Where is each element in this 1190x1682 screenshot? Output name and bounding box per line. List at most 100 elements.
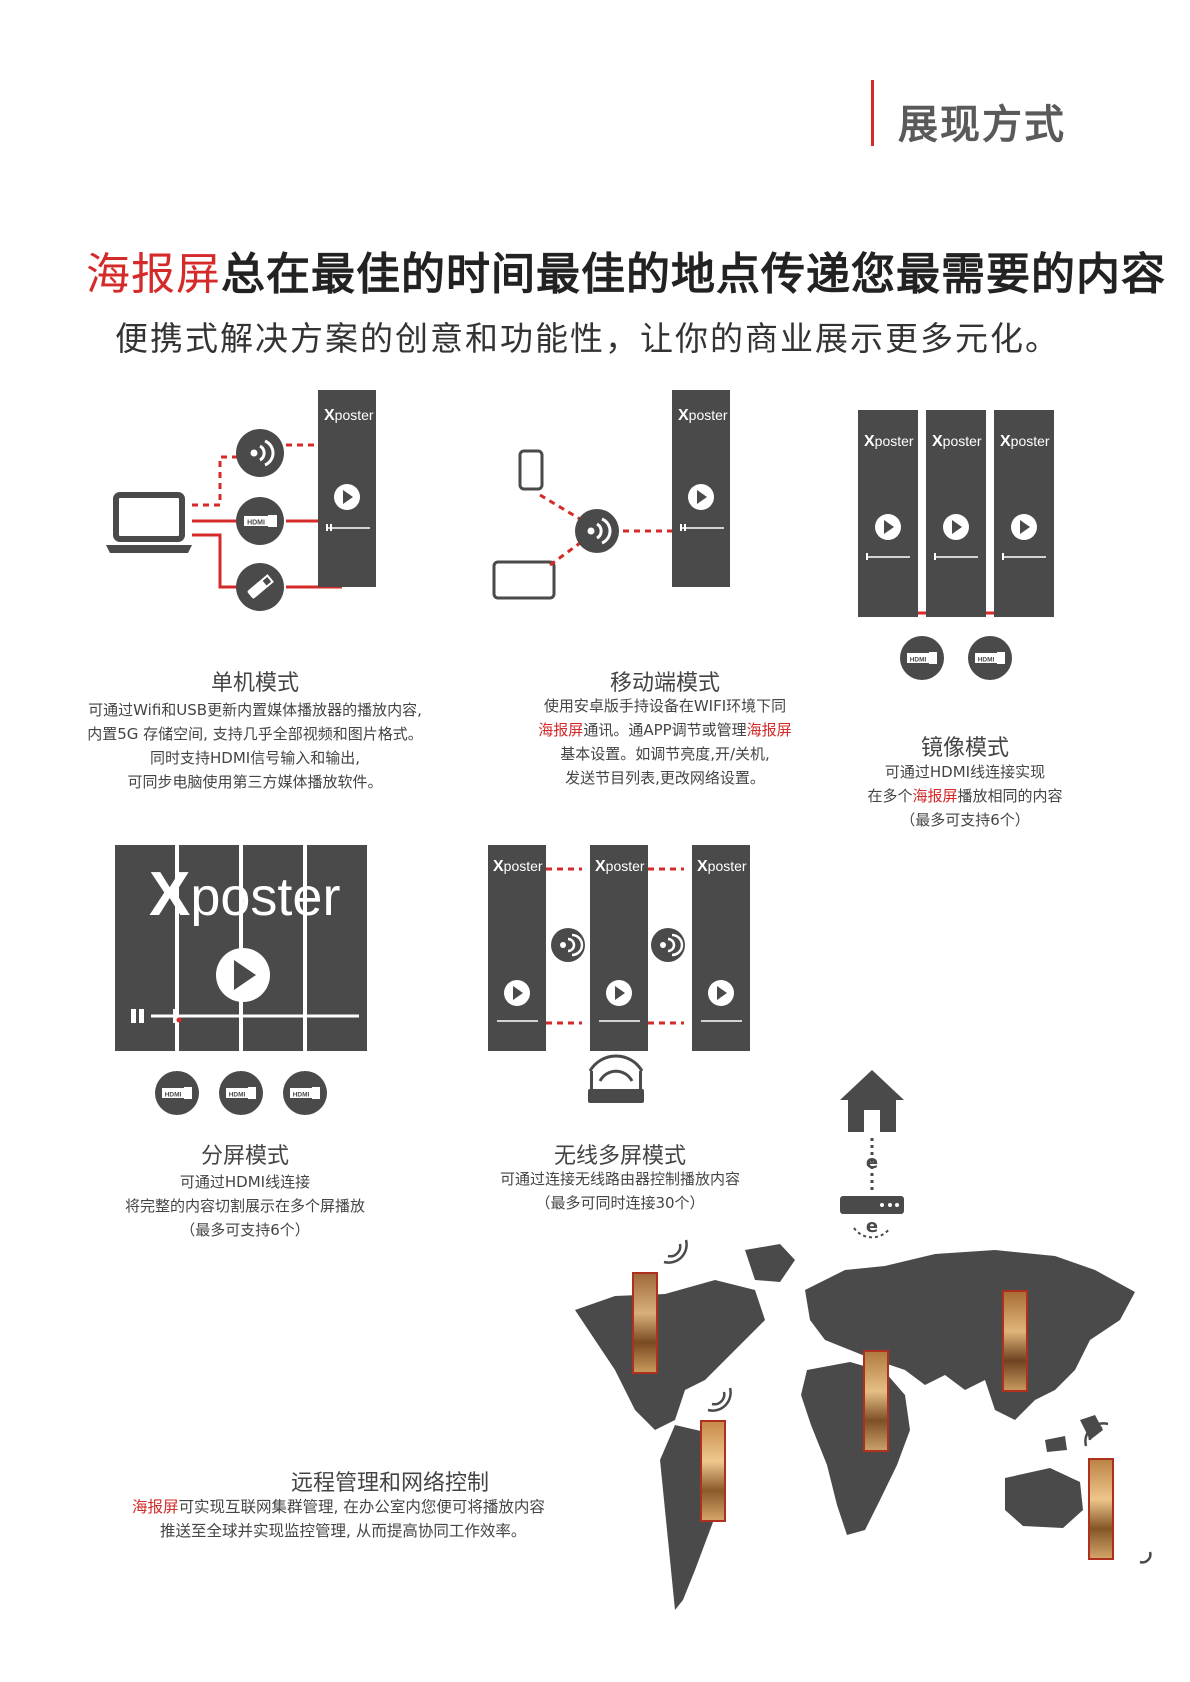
remote-title: 远程管理和网络控制 bbox=[290, 1471, 489, 1496]
svg-text:Xposter: Xposter bbox=[697, 858, 747, 875]
svg-text:Xposter: Xposter bbox=[493, 858, 543, 875]
standalone-title: 单机模式 bbox=[210, 671, 299, 696]
svg-text:HDMI: HDMI bbox=[247, 520, 265, 527]
router-e-label: e bbox=[866, 1216, 878, 1237]
mirror-illustration: Xposter Xposter Xposter HDMI HDMI bbox=[858, 410, 1054, 680]
wifi-icon bbox=[236, 429, 284, 477]
hdmi-icon: HDMI bbox=[900, 636, 944, 680]
remote-line-1: 海报屏可实现互联网集群管理, 在办公室内您便可将播放内容 bbox=[132, 1498, 545, 1516]
hdmi-icon: HDMI bbox=[283, 1071, 327, 1115]
svg-text:HDMI: HDMI bbox=[978, 657, 995, 664]
standalone-desc: 可通过Wifi和USB更新内置媒体播放器的播放内容, 内置5G 存储空间, 支持… bbox=[30, 698, 480, 794]
split-line-2: 将完整的内容切割展示在多个屏播放 bbox=[124, 1197, 365, 1215]
xposter-panel: Xposter bbox=[488, 845, 546, 1051]
svg-text:Xposter: Xposter bbox=[678, 407, 728, 424]
mobile-desc: 使用安卓版手持设备在WIFI环境下同 海报屏通讯。通APP调节或管理海报屏 基本… bbox=[470, 694, 860, 790]
mobile-line-3: 基本设置。如调节亮度,开/关机, bbox=[560, 745, 770, 763]
remote-line-2: 推送至全球并实现监控管理, 从而提高协同工作效率。 bbox=[160, 1522, 527, 1540]
svg-text:HDMI: HDMI bbox=[165, 1092, 182, 1099]
svg-text:Xposter: Xposter bbox=[595, 858, 645, 875]
house-icon bbox=[840, 1070, 904, 1132]
split-illustration: Xposter HDMI HDMI HDMI bbox=[115, 845, 367, 1115]
wireless-desc: 可通过连接无线路由器控制播放内容 （最多可同时连接30个） bbox=[440, 1167, 800, 1215]
hdmi-icon: HDMI bbox=[155, 1071, 199, 1115]
router-e-label: e bbox=[866, 1152, 878, 1173]
svg-text:Xposter: Xposter bbox=[932, 433, 982, 450]
laptop-icon bbox=[106, 492, 192, 553]
tablet-icon bbox=[492, 560, 556, 600]
header-accent-bar bbox=[871, 80, 874, 146]
xposter-panel: Xposter bbox=[590, 845, 648, 1051]
mirror-line-3: （最多可支持6个） bbox=[900, 811, 1030, 829]
mobile-line-4: 发送节目列表,更改网络设置。 bbox=[565, 769, 765, 787]
split-line-3: （最多可支持6个） bbox=[180, 1221, 310, 1239]
svg-text:HDMI: HDMI bbox=[293, 1092, 310, 1099]
xposter-panel: Xposter bbox=[926, 410, 986, 617]
remote-desc: 海报屏可实现互联网集群管理, 在办公室内您便可将播放内容 推送至全球并实现监控管… bbox=[132, 1495, 545, 1543]
play-icon bbox=[1011, 514, 1037, 540]
wifi-icon bbox=[551, 928, 585, 962]
brand-highlight: 海报屏 bbox=[538, 721, 584, 739]
standalone-line-1: 可通过Wifi和USB更新内置媒体播放器的播放内容, bbox=[88, 701, 422, 719]
play-icon bbox=[875, 514, 901, 540]
subheadline: 便携式解决方案的创意和功能性，让你的商业展示更多元化。 bbox=[115, 319, 1060, 358]
router-icon bbox=[588, 1054, 644, 1103]
brand-highlight: 海报屏 bbox=[746, 721, 792, 739]
poster-totem bbox=[1002, 1290, 1028, 1392]
wireless-title: 无线多屏模式 bbox=[553, 1144, 686, 1169]
mobile-title: 移动端模式 bbox=[609, 671, 720, 696]
svg-text:HDMI: HDMI bbox=[910, 657, 927, 664]
hdmi-icon: HDMI bbox=[219, 1071, 263, 1115]
poster-totem bbox=[1088, 1458, 1114, 1560]
svg-text:Xposter: Xposter bbox=[864, 433, 914, 450]
mirror-line-2: 在多个海报屏播放相同的内容 bbox=[867, 787, 1063, 805]
standalone-line-3: 同时支持HDMI信号输入和输出, bbox=[150, 749, 360, 767]
hdmi-icon: HDMI bbox=[968, 636, 1012, 680]
poster-totem bbox=[632, 1272, 658, 1374]
headline-highlight: 海报屏 bbox=[86, 249, 221, 300]
play-icon bbox=[606, 980, 632, 1006]
svg-text:Xposter: Xposter bbox=[324, 407, 374, 424]
play-icon bbox=[504, 980, 530, 1006]
play-icon bbox=[708, 980, 734, 1006]
hdmi-icon: HDMI bbox=[236, 497, 284, 545]
page-title: 展现方式 bbox=[898, 102, 1066, 148]
wireless-illustration: Xposter Xposter Xposter bbox=[488, 845, 750, 1103]
mirror-line-1: 可通过HDMI线连接实现 bbox=[884, 763, 1046, 781]
mobile-line-2: 海报屏通讯。通APP调节或管理海报屏 bbox=[538, 721, 792, 739]
poster-totem bbox=[863, 1350, 889, 1452]
mirror-desc: 可通过HDMI线连接实现 在多个海报屏播放相同的内容 （最多可支持6个） bbox=[815, 760, 1115, 832]
svg-text:HDMI: HDMI bbox=[229, 1092, 246, 1099]
headline-rest: 总在最佳的时间最佳的地点传递您最需要的内容 bbox=[221, 249, 1166, 300]
wireless-line-2: （最多可同时连接30个） bbox=[535, 1194, 705, 1212]
wifi-icon bbox=[651, 928, 685, 962]
standalone-line-4: 可同步电脑使用第三方媒体播放软件。 bbox=[127, 773, 383, 791]
xposter-panel: Xposter bbox=[672, 390, 730, 587]
wifi-icon bbox=[575, 509, 619, 553]
network-chain-illustration: e e bbox=[840, 1070, 904, 1239]
brand-highlight: 海报屏 bbox=[132, 1498, 179, 1516]
xposter-panel: Xposter bbox=[692, 845, 750, 1051]
brand-highlight: 海报屏 bbox=[912, 787, 958, 805]
wireless-line-1: 可通过连接无线路由器控制播放内容 bbox=[499, 1170, 740, 1188]
split-title: 分屏模式 bbox=[200, 1144, 289, 1169]
svg-text:Xposter: Xposter bbox=[149, 860, 340, 929]
usb-icon bbox=[236, 563, 284, 611]
play-icon bbox=[216, 948, 270, 1002]
poster-totem bbox=[700, 1420, 726, 1522]
standalone-illustration: HDMI Xposter bbox=[106, 390, 376, 611]
xposter-panel: Xposter bbox=[858, 410, 918, 617]
svg-text:Xposter: Xposter bbox=[1000, 433, 1050, 450]
play-icon bbox=[334, 484, 360, 510]
play-icon bbox=[688, 484, 714, 510]
standalone-line-2: 内置5G 存储空间, 支持几乎全部视频和图片格式。 bbox=[87, 725, 423, 743]
split-line-1: 可通过HDMI线连接 bbox=[179, 1173, 311, 1191]
router-icon bbox=[840, 1196, 904, 1214]
mobile-line-1: 使用安卓版手持设备在WIFI环境下同 bbox=[543, 697, 787, 715]
split-desc: 可通过HDMI线连接 将完整的内容切割展示在多个屏播放 （最多可支持6个） bbox=[60, 1170, 430, 1242]
phone-icon bbox=[518, 449, 544, 491]
mobile-illustration: Xposter bbox=[492, 390, 730, 600]
xposter-panel: Xposter bbox=[318, 390, 376, 587]
xposter-panel: Xposter bbox=[994, 410, 1054, 617]
